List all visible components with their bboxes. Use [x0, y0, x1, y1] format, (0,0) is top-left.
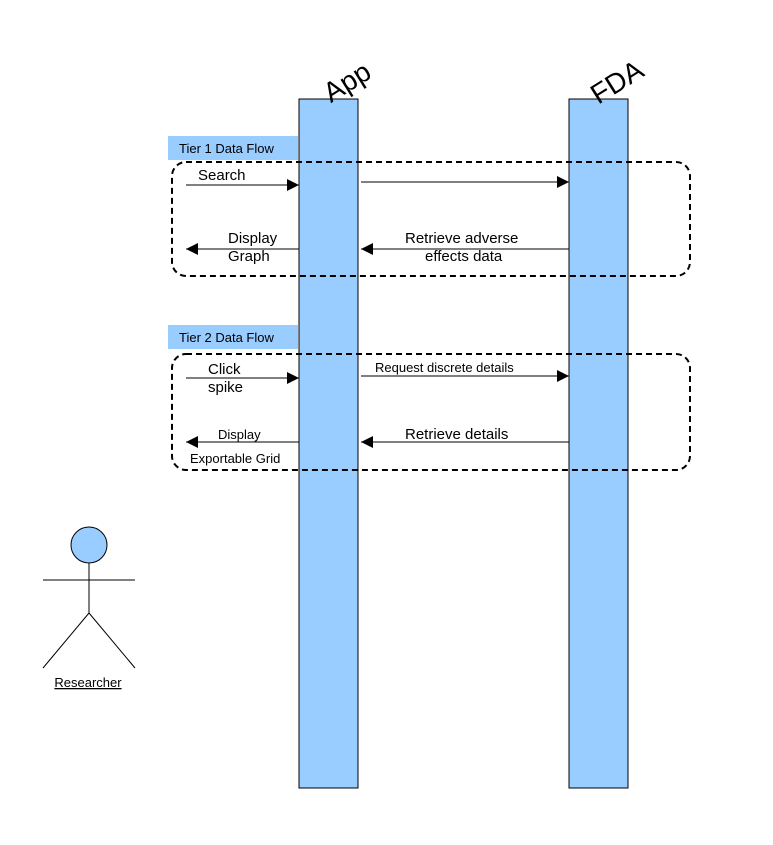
search-label: Search	[198, 167, 246, 184]
tier2-frame	[171, 353, 691, 471]
display-grid-label-line2: Exportable Grid	[190, 451, 280, 466]
fda-lifeline-bar	[568, 98, 629, 789]
click-spike-label-line2: spike	[208, 379, 243, 396]
tier1-header-box	[168, 136, 298, 160]
display-graph-label-line1: Display	[228, 230, 278, 247]
actor-label: Researcher	[54, 675, 122, 690]
tier2-header-box	[168, 325, 298, 349]
retrieve-details-label: Retrieve details	[405, 426, 508, 443]
actor-left-leg	[42, 612, 90, 669]
actor-right-leg	[88, 612, 136, 669]
retrieve-adverse-label-line2: effects data	[425, 248, 503, 265]
display-grid-label-line1: Display	[218, 427, 261, 442]
retrieve-adverse-label-line1: Retrieve adverse	[405, 230, 518, 247]
stick-figure-icon	[42, 526, 136, 669]
tier1-header: Tier 1 Data Flow	[179, 141, 274, 156]
request-details-label: Request discrete details	[375, 360, 514, 375]
tier2-header: Tier 2 Data Flow	[179, 330, 274, 345]
actor-head	[70, 526, 108, 564]
tier1-frame	[171, 161, 691, 277]
app-lifeline-bar	[298, 98, 359, 789]
click-spike-label-line1: Click	[208, 361, 241, 378]
display-graph-label-line2: Graph	[228, 248, 270, 265]
